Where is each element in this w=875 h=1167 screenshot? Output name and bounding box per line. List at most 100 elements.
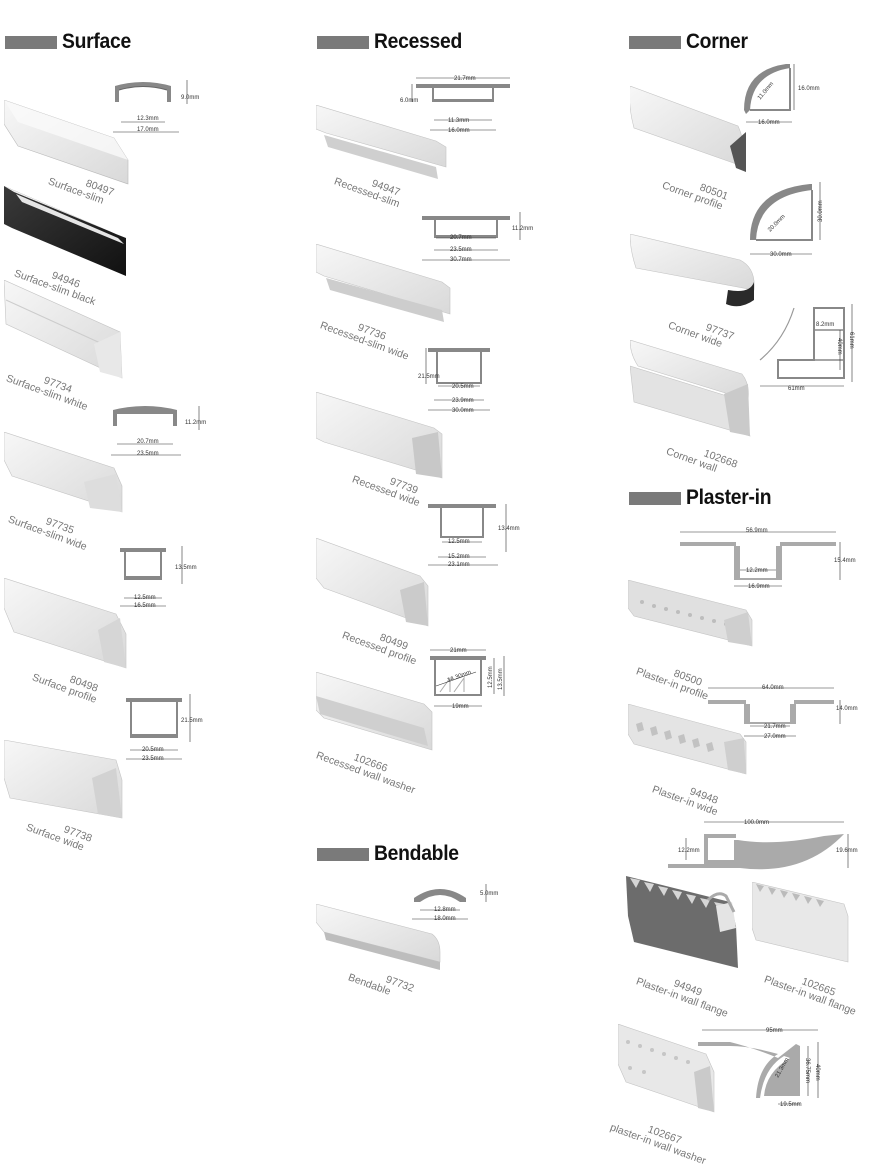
dim-mid-width: 23.9mm	[452, 398, 474, 404]
dim-flange-width: 64.0mm	[762, 685, 784, 691]
dim-slot: 8.2mm	[816, 322, 834, 328]
header-bar	[317, 35, 369, 49]
dim-outer-width: 18.0mm	[434, 916, 456, 922]
dim-inner-height: 36.75mm	[804, 1058, 810, 1083]
dimension-drawing: 64.0mm 14.0mm 21.7mm 27.0mm	[708, 685, 858, 740]
profile-photo	[4, 186, 126, 276]
profile-photo	[628, 704, 747, 775]
section-header-recessed: Recessed	[317, 30, 470, 53]
dim-inner-height: 12.5mm	[488, 666, 494, 688]
dim-inner-width: 12.5mm	[448, 539, 470, 545]
dim-mid-width: 23.5mm	[450, 247, 472, 253]
dim-width: 16.0mm	[758, 120, 780, 126]
profile-photo	[4, 578, 127, 669]
dim-inner-width: 20.7mm	[450, 235, 472, 241]
dim-outer-width: 27.0mm	[764, 734, 786, 740]
dim-height: 21.5mm	[181, 718, 203, 724]
dimension-drawing: 21.5mm 20.5mm 23.5mm	[126, 694, 203, 762]
dim-outer-width: 30.0mm	[452, 408, 474, 414]
dim-height: 11.2mm	[185, 420, 206, 426]
profile-photo	[316, 904, 441, 970]
dim-inner-width: 20.7mm	[137, 439, 159, 445]
section-title: Plaster-in	[686, 486, 772, 509]
section-title: Surface	[62, 30, 131, 53]
dim-inner-width: 12.2mm	[746, 568, 768, 574]
dim-mid-width: 15.2mm	[448, 554, 470, 560]
dimension-drawing: 100.0mm 12.2mm 19.6mm	[668, 820, 858, 913]
header-bar	[629, 491, 681, 505]
dim-outer-width: 16.9mm	[748, 584, 770, 590]
dimension-drawing: 11.2mm 20.7mm 23.5mm 30.7mm	[422, 212, 533, 263]
dim-height: 9.0mm	[181, 95, 199, 101]
dim-width: 30.0mm	[770, 252, 792, 258]
dim-inner-height: 12.2mm	[678, 848, 700, 854]
section-header-plaster-in: Plaster-in	[629, 486, 779, 509]
dimension-drawing: 21.7mm 6.0mm 11.3mm 16.0mm	[400, 76, 510, 134]
dim-height: 13.5mm	[498, 668, 504, 690]
dim-bottom-width: 19mm	[452, 704, 469, 710]
section-title: Bendable	[374, 842, 459, 865]
dim-inner-width: 11.3mm	[448, 118, 469, 124]
dimension-drawing: 11.2mm 20.7mm 23.5mm	[111, 406, 206, 457]
section-title: Corner	[686, 30, 748, 53]
dim-height: 15.4mm	[834, 558, 856, 564]
dim-flange-width: 21.7mm	[454, 76, 476, 82]
header-bar	[5, 35, 57, 49]
profile-photo	[316, 105, 447, 179]
dim-height: 13.4mm	[498, 526, 520, 532]
dim-inner-width: 20.5mm	[452, 384, 474, 390]
dim-outer-width: 23.5mm	[142, 756, 164, 762]
profile-photo	[630, 340, 751, 437]
dim-diagonal: 11.0mm	[757, 81, 775, 101]
dimension-drawing: 13.5mm 12.5mm 16.5mm	[120, 546, 197, 609]
dim-height: 16.0mm	[798, 86, 820, 92]
profile-photo	[628, 580, 753, 647]
profile-photo	[316, 538, 429, 627]
section-header-corner: Corner	[629, 30, 753, 53]
profile-photo	[4, 100, 129, 185]
dim-width: 61mm	[788, 386, 805, 392]
profile-photo	[752, 882, 849, 963]
dimension-drawing: 16.0mm 11.0mm 16.0mm	[744, 64, 820, 126]
dim-outer-width: 23.1mm	[448, 562, 470, 568]
dimension-drawing: 13.4mm 12.5mm 15.2mm 23.1mm	[428, 504, 520, 568]
dimension-drawing: 21.5mm 20.5mm 23.9mm 30.0mm	[418, 348, 490, 414]
dimension-drawing: 21mm 14.30mm 12.5mm 13.5mm 19mm	[430, 648, 505, 710]
header-bar	[629, 35, 681, 49]
dim-height: 30.0mm	[818, 200, 824, 222]
profile-photo	[630, 234, 755, 307]
dim-height: 11.2mm	[512, 226, 533, 232]
dim-height: 61mm	[848, 332, 854, 349]
dim-height: 14.0mm	[836, 706, 858, 712]
dim-height: 40mm	[814, 1064, 820, 1081]
dim-bottom-width: 19.5mm	[780, 1102, 802, 1108]
profile-photo	[316, 244, 451, 322]
dim-height: 5.0mm	[480, 891, 498, 897]
profile-photo	[618, 1024, 715, 1113]
dim-outer-width: 16.5mm	[134, 603, 156, 609]
profile-photo	[4, 432, 123, 513]
dimension-drawing: 61mm 40mm 8.2mm 61mm	[759, 304, 854, 392]
profile-photo	[316, 392, 443, 479]
dimension-drawing: 56.9mm 15.4mm 12.2mm 16.9mm	[680, 528, 856, 590]
dim-inner-width: 21.7mm	[764, 724, 786, 730]
header-bar	[317, 847, 369, 861]
dim-height: 21.5mm	[418, 374, 440, 380]
dim-diagonal: 20.0mm	[767, 214, 787, 234]
dim-height: 13.5mm	[175, 565, 197, 571]
section-title: Recessed	[374, 30, 463, 53]
dimension-drawing: 9.0mm 12.3mm 17.0mm	[113, 80, 199, 133]
dim-outer-width: 23.5mm	[137, 451, 159, 457]
dim-outer-width: 30.7mm	[450, 257, 472, 263]
dim-inner-width: 12.8mm	[434, 907, 456, 913]
section-header-bendable: Bendable	[317, 842, 466, 865]
dim-inner-width: 12.3mm	[137, 116, 159, 122]
section-header-surface: Surface	[5, 30, 137, 53]
dim-outer-width: 17.0mm	[137, 127, 159, 133]
dim-top-width: 21mm	[450, 648, 467, 654]
dim-inner-height: 40mm	[836, 338, 842, 355]
